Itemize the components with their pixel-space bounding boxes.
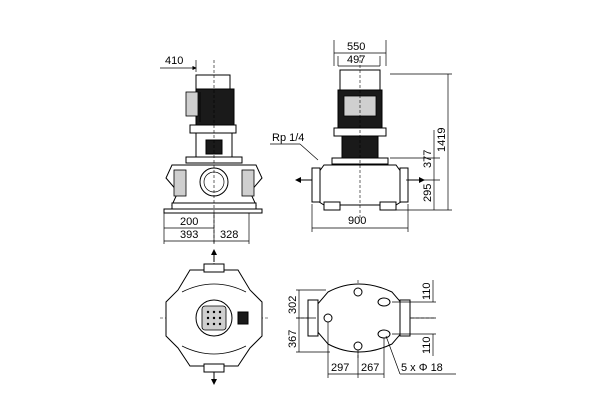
side-view: 550 497 Rp 1/4 377 295 1419 900 [270,40,452,232]
base-hole-3 [323,313,333,323]
base-hole-4 [377,297,391,307]
label-base-holes: 5 x Φ 18 [401,362,443,374]
top-flange-upper [203,263,225,273]
side-outlet-flange [399,167,409,203]
dim-base-foot-right: 267 [361,362,379,374]
base-hole-5 [377,329,391,339]
dim-front-motor-offset: 410 [165,55,183,67]
dim-base-depth: 367 [287,330,299,348]
front-view: 410 200 393 328 [160,55,263,245]
dim-front-left-width: 393 [180,229,198,241]
dim-side-flange-length: 900 [348,215,366,227]
dim-base-hole-spacing-top: 110 [421,282,433,300]
dim-base-foot-left: 297 [331,362,349,374]
dim-front-right-width: 328 [220,229,238,241]
front-motor-fan-cover [195,74,231,90]
top-flange-lower [203,363,225,373]
dim-side-motor-inner: 497 [347,54,365,66]
dim-side-center-height: 295 [422,184,434,202]
base-hole-2 [353,341,363,351]
dim-front-inlet-center: 200 [180,216,198,228]
dim-side-shaft-height: 377 [422,150,434,168]
top-view [160,249,268,385]
base-right-flange [399,299,411,337]
base-hole-1 [353,287,363,297]
base-plan-view: 302 367 110 110 297 267 5 x Φ 18 [287,280,456,378]
dim-base-port-spacing: 302 [287,296,299,314]
side-inlet-flange [311,167,321,203]
dim-side-motor-width: 550 [347,41,365,53]
dim-side-total-height: 1419 [436,128,448,152]
front-motor-body [195,88,235,126]
front-terminal-box [185,91,199,117]
label-side-connection: Rp 1/4 [272,132,304,144]
front-motor-flange [189,124,237,134]
dim-base-hole-spacing-bottom: 110 [421,336,433,354]
